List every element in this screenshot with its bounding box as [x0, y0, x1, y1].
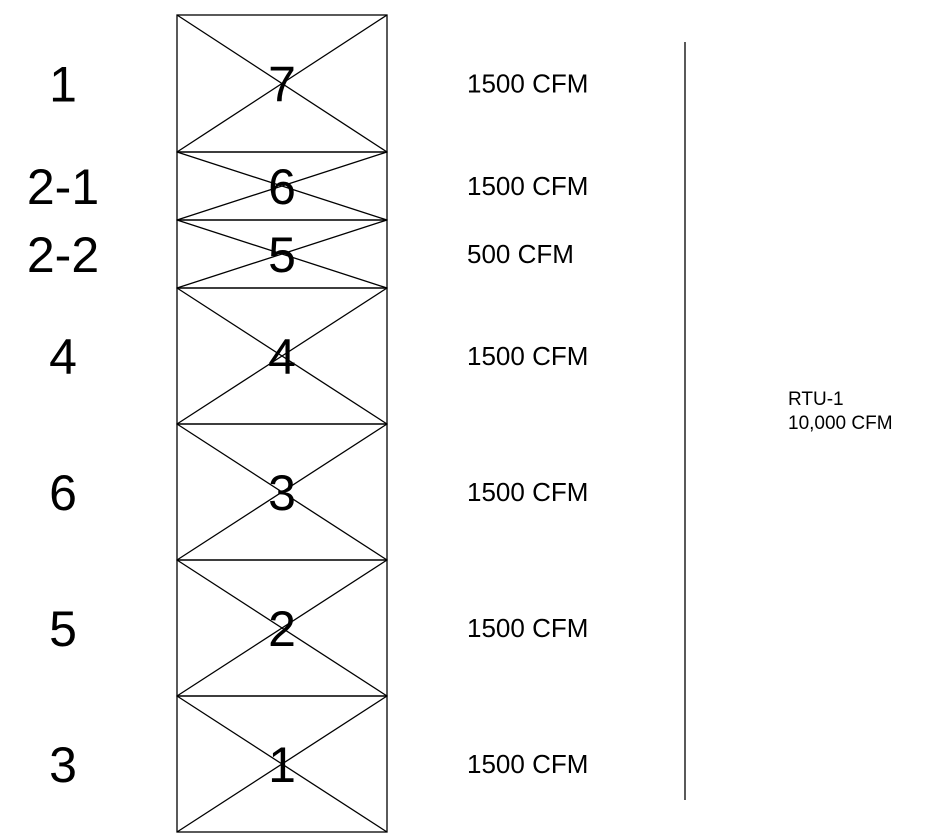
airflow-label: 1500 CFM: [467, 171, 588, 201]
segment-number: 6: [268, 159, 296, 215]
room-label: 6: [49, 465, 77, 521]
duct-segment: 1 3 1500 CFM: [49, 695, 588, 833]
room-label: 5: [49, 601, 77, 657]
segment-number: 1: [268, 737, 296, 793]
room-label: 4: [49, 329, 77, 385]
airflow-label: 1500 CFM: [467, 341, 588, 371]
segment-number: 7: [268, 57, 296, 113]
airflow-label: 1500 CFM: [467, 613, 588, 643]
segment-diagonal: [176, 695, 388, 833]
airflow-label: 1500 CFM: [467, 749, 588, 779]
unit-airflow: 10,000 CFM: [788, 413, 893, 434]
segment-diagonal: [176, 423, 388, 561]
room-label: 2-2: [27, 227, 99, 283]
duct-segment: 2 5 1500 CFM: [49, 559, 588, 697]
duct-segment: 6 2-1 1500 CFM: [27, 151, 588, 221]
airflow-label: 500 CFM: [467, 239, 574, 269]
duct-segment: 5 2-2 500 CFM: [27, 219, 574, 289]
room-label: 3: [49, 737, 77, 793]
room-label: 2-1: [27, 159, 99, 215]
segment-stack: 7 1 1500 CFM 6 2-1 1500 CFM 5 2-2 500 CFM 4 4 1500 …: [27, 14, 588, 833]
segment-number: 4: [268, 329, 296, 385]
airflow-label: 1500 CFM: [467, 477, 588, 507]
segment-number: 5: [268, 227, 296, 283]
segment-diagonal: [176, 14, 388, 153]
unit-name: RTU-1: [788, 389, 844, 410]
segment-diagonal: [176, 219, 388, 289]
duct-segment: 7 1 1500 CFM: [49, 14, 588, 153]
airflow-label: 1500 CFM: [467, 69, 588, 99]
segment-box: [176, 695, 388, 833]
segment-diagonal: [176, 151, 388, 221]
duct-segment: 3 6 1500 CFM: [49, 423, 588, 561]
segment-number: 2: [268, 601, 296, 657]
segment-diagonal: [176, 287, 388, 425]
room-label: 1: [49, 57, 77, 113]
segment-number: 3: [268, 465, 296, 521]
duct-segment: 4 4 1500 CFM: [49, 287, 588, 425]
segment-diagonal: [176, 559, 388, 697]
